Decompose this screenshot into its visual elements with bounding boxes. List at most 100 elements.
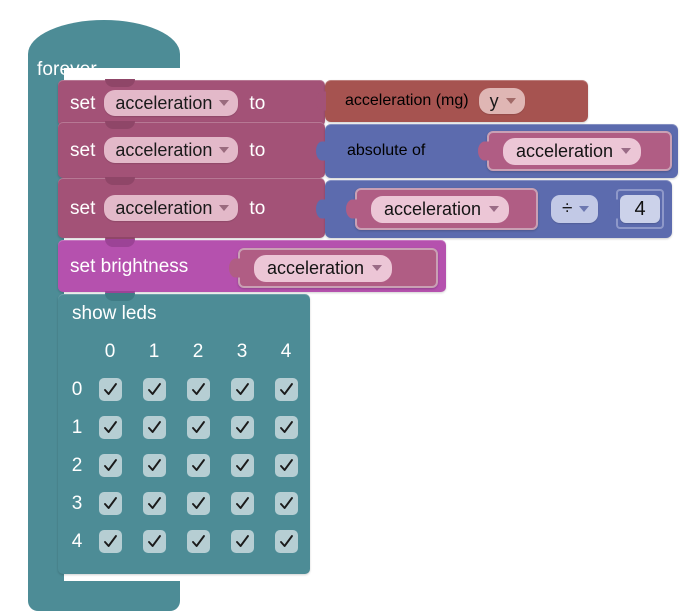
chevron-down-icon xyxy=(489,206,500,212)
led-row: 1 xyxy=(66,408,308,446)
variable-dropdown-value-3: acceleration xyxy=(115,198,213,218)
led-checkbox-3-4[interactable] xyxy=(274,491,298,515)
reporter-plug xyxy=(608,199,618,219)
set-keyword-label-2: set xyxy=(70,139,96,161)
acceleration-input-reporter[interactable]: acceleration (mg) y xyxy=(316,80,588,122)
led-checkbox-1-3[interactable] xyxy=(230,415,254,439)
led-row-header-3: 3 xyxy=(71,492,83,514)
led-checkbox-3-0[interactable] xyxy=(98,491,122,515)
variable-reporter-div[interactable]: acceleration xyxy=(371,195,510,223)
variable-reporter-div-value: acceleration xyxy=(384,199,482,219)
chevron-down-icon xyxy=(505,98,516,104)
reporter-plug xyxy=(229,258,240,278)
to-label-1: to xyxy=(249,92,266,114)
block-notch-top xyxy=(105,293,135,301)
chevron-down-icon xyxy=(621,148,632,154)
variable-dropdown-1[interactable]: acceleration xyxy=(104,90,239,116)
led-row-header-1: 1 xyxy=(71,416,83,438)
led-checkbox-4-0[interactable] xyxy=(98,529,122,553)
led-row-header-4: 4 xyxy=(71,530,83,552)
led-col-header-1: 1 xyxy=(148,340,160,362)
led-col-header-2: 2 xyxy=(192,340,204,362)
block-notch-top xyxy=(105,121,135,129)
set-variable-block-1[interactable]: set acceleration to xyxy=(58,79,325,133)
absolute-of-label: absolute of xyxy=(347,142,426,159)
led-checkbox-2-0[interactable] xyxy=(98,453,122,477)
set-brightness-label: set brightness xyxy=(70,255,189,277)
led-row: 3 xyxy=(66,484,308,522)
absolute-of-argument-shell[interactable]: acceleration xyxy=(478,131,672,171)
led-checkbox-0-2[interactable] xyxy=(186,377,210,401)
block-notch-top xyxy=(105,239,135,247)
led-checkbox-4-3[interactable] xyxy=(230,529,254,553)
led-row: 2 xyxy=(66,446,308,484)
led-matrix[interactable]: 0 1 2 3 4 0 1 2 3 4 xyxy=(66,332,308,560)
led-checkbox-1-4[interactable] xyxy=(274,415,298,439)
led-rows-container: 0 1 2 3 4 xyxy=(66,370,308,560)
led-checkbox-3-1[interactable] xyxy=(142,491,166,515)
led-checkbox-2-3[interactable] xyxy=(230,453,254,477)
number-input-4[interactable]: 4 xyxy=(620,195,660,223)
led-col-header-0: 0 xyxy=(104,340,116,362)
show-leds-label: show leds xyxy=(72,303,157,324)
led-checkbox-3-2[interactable] xyxy=(186,491,210,515)
led-row-header-0: 0 xyxy=(71,378,83,400)
variable-dropdown-2[interactable]: acceleration xyxy=(104,137,239,163)
led-checkbox-0-0[interactable] xyxy=(98,377,122,401)
to-label-2: to xyxy=(249,139,266,161)
set-keyword-label-1: set xyxy=(70,92,96,114)
led-row-header-2: 2 xyxy=(71,454,83,476)
operator-dropdown[interactable]: ÷ xyxy=(551,195,599,223)
axis-dropdown-value: y xyxy=(489,91,499,111)
variable-dropdown-3[interactable]: acceleration xyxy=(104,195,239,221)
acceleration-reporter-label: acceleration (mg) xyxy=(345,92,469,109)
led-checkbox-2-1[interactable] xyxy=(142,453,166,477)
number-input-4-value: 4 xyxy=(634,198,646,220)
reporter-plug xyxy=(478,141,489,161)
variable-dropdown-value-2: acceleration xyxy=(115,140,213,160)
to-label-3: to xyxy=(249,197,266,219)
variable-reporter-abs[interactable]: acceleration xyxy=(503,137,642,165)
division-left-operand-shell[interactable]: acceleration xyxy=(346,188,538,230)
division-right-operand-slot[interactable]: 4 xyxy=(608,189,664,229)
forever-block-foot[interactable] xyxy=(28,581,180,611)
set-variable-block-3[interactable]: set acceleration to xyxy=(58,177,325,245)
forever-block-label: forever xyxy=(37,59,97,80)
chevron-down-icon xyxy=(219,205,230,211)
led-checkbox-2-4[interactable] xyxy=(274,453,298,477)
variable-reporter-brightness[interactable]: acceleration xyxy=(254,254,393,282)
chevron-down-icon xyxy=(219,100,230,106)
show-leds-block[interactable]: show leds 0 1 2 3 4 0 1 2 3 4 xyxy=(58,293,310,574)
reporter-plug xyxy=(316,141,326,161)
reporter-plug xyxy=(316,199,326,219)
block-notch-top xyxy=(105,79,135,87)
axis-dropdown[interactable]: y xyxy=(478,88,525,114)
chevron-down-icon xyxy=(579,206,590,212)
variable-reporter-brightness-value: acceleration xyxy=(267,258,365,278)
reporter-plug xyxy=(346,199,357,219)
block-notch-top xyxy=(105,177,135,185)
led-checkbox-2-2[interactable] xyxy=(186,453,210,477)
set-brightness-argument-shell[interactable]: acceleration xyxy=(229,248,438,288)
variable-reporter-abs-value: acceleration xyxy=(516,141,614,161)
led-col-header-3: 3 xyxy=(236,340,248,362)
led-checkbox-0-4[interactable] xyxy=(274,377,298,401)
led-checkbox-1-1[interactable] xyxy=(142,415,166,439)
set-keyword-label-3: set xyxy=(70,197,96,219)
led-checkbox-0-1[interactable] xyxy=(142,377,166,401)
led-checkbox-1-0[interactable] xyxy=(98,415,122,439)
led-checkbox-4-2[interactable] xyxy=(186,529,210,553)
chevron-down-icon xyxy=(219,147,230,153)
led-checkbox-3-3[interactable] xyxy=(230,491,254,515)
set-variable-block-2[interactable]: set acceleration to xyxy=(58,121,325,185)
led-checkbox-4-4[interactable] xyxy=(274,529,298,553)
variable-dropdown-value-1: acceleration xyxy=(115,93,213,113)
reporter-plug xyxy=(316,91,326,111)
led-checkbox-4-1[interactable] xyxy=(142,529,166,553)
led-checkbox-0-3[interactable] xyxy=(230,377,254,401)
led-column-header-row: 0 1 2 3 4 xyxy=(66,332,308,370)
led-row: 4 xyxy=(66,522,308,560)
led-checkbox-1-2[interactable] xyxy=(186,415,210,439)
chevron-down-icon xyxy=(372,265,383,271)
